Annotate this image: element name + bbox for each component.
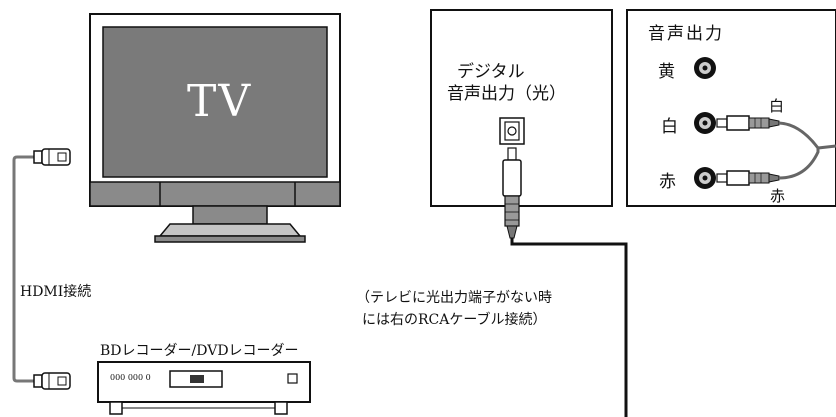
tv-label: TV (187, 76, 253, 127)
optical-plug (502, 147, 522, 239)
yellow-jack (694, 57, 716, 79)
white-jack-label: 白 (661, 117, 678, 137)
red-plug-label: 赤 (770, 187, 786, 205)
tv-stand (158, 223, 302, 237)
analog-output-panel (626, 9, 836, 207)
digital-output-title-line1: デジタル (457, 62, 525, 82)
hdmi-cable (12, 148, 71, 390)
yellow-jack-label: 黄 (658, 62, 675, 82)
tv-set (89, 13, 341, 243)
recorder-panel-text: 000 000 0 (110, 373, 151, 382)
white-plug-label: 白 (769, 97, 785, 115)
red-rca-plug (716, 170, 780, 186)
digital-output-panel (430, 9, 613, 239)
white-rca-plug (716, 115, 780, 131)
hdmi-plug-top (33, 148, 71, 166)
power-button (287, 373, 298, 384)
recorder-label: BDレコーダー/DVDレコーダー (100, 343, 299, 359)
red-jack-label: 赤 (659, 172, 676, 192)
rca-note-line1: （テレビに光出力端子がない時 (356, 290, 552, 306)
red-jack (694, 167, 716, 189)
rca-note-line2: には右のRCAケーブル接続） (362, 312, 547, 328)
digital-output-title: デジタル 音声出力（光） (447, 61, 566, 105)
rca-note: （テレビに光出力端子がない時 には右のRCAケーブル接続） (356, 287, 552, 331)
optical-port (499, 117, 525, 145)
optical-cable (510, 238, 628, 417)
tv-screen (102, 26, 328, 178)
hdmi-plug-bottom (33, 372, 71, 390)
recorder-device (97, 361, 311, 415)
rca-cable (778, 121, 836, 180)
white-jack (694, 112, 716, 134)
tv-neck (192, 205, 268, 225)
digital-output-title-line2: 音声出力（光） (447, 84, 566, 104)
analog-output-title: 音声出力 (648, 24, 724, 44)
hdmi-label: HDMI接続 (20, 284, 92, 300)
